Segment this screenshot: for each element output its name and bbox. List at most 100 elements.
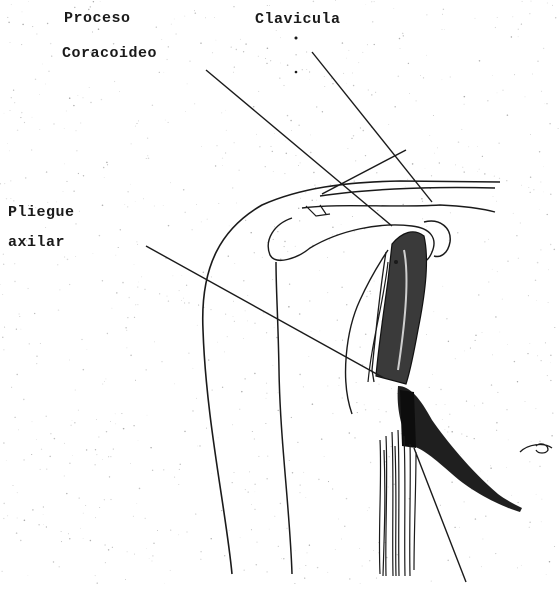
label-pliegue: Pliegue xyxy=(8,202,75,224)
speckle-dot xyxy=(178,484,179,485)
speckle-dot xyxy=(45,227,46,228)
speckle-dot xyxy=(18,313,19,314)
speckle-dot xyxy=(29,343,30,344)
speckle-dot xyxy=(79,211,80,212)
speckle-dot xyxy=(405,186,406,187)
speckle-dot xyxy=(461,575,462,576)
speckle-dot xyxy=(512,16,513,17)
speckle-dot xyxy=(64,256,65,257)
dot-mark xyxy=(394,260,398,264)
speckle-dot xyxy=(517,567,518,568)
speckle-dot xyxy=(525,401,526,402)
speckle-dot xyxy=(258,456,259,457)
speckle-dot xyxy=(16,329,17,330)
speckle-dot xyxy=(115,413,116,414)
speckle-dot xyxy=(319,270,320,271)
speckle-dot xyxy=(121,413,122,414)
speckle-dot xyxy=(16,374,17,375)
speckle-dot xyxy=(181,275,182,276)
speckle-dot xyxy=(243,280,244,281)
speckle-dot xyxy=(353,85,355,87)
speckle-dot xyxy=(199,445,200,446)
speckle-dot xyxy=(0,284,1,285)
speckle-dot xyxy=(43,524,44,525)
speckle-dot xyxy=(528,295,529,296)
speckle-dot xyxy=(265,58,266,59)
speckle-dot xyxy=(193,368,194,369)
speckle-dot xyxy=(423,77,424,78)
acromion-contour xyxy=(302,205,495,212)
speckle-dot xyxy=(376,172,377,173)
speckle-dot xyxy=(446,318,447,319)
speckle-dot xyxy=(192,229,193,230)
speckle-dot xyxy=(379,384,380,385)
speckle-dot xyxy=(536,408,537,409)
speckle-dot xyxy=(552,412,553,413)
speckle-dot xyxy=(170,182,171,183)
speckle-dot xyxy=(300,162,301,163)
speckle-dot xyxy=(120,229,121,230)
speckle-dot xyxy=(311,331,312,332)
speckle-dot xyxy=(337,320,338,321)
speckle-dot xyxy=(507,114,509,116)
muscle-striations xyxy=(379,430,416,576)
speckle-dot xyxy=(474,405,475,406)
speckle-dot xyxy=(444,29,445,30)
speckle-dot xyxy=(276,337,278,339)
speckle-dot xyxy=(286,153,287,154)
speckle-dot xyxy=(51,55,52,56)
speckle-dot xyxy=(484,173,486,175)
speckle-dot xyxy=(442,29,443,30)
speckle-dot xyxy=(105,378,106,379)
speckle-dot xyxy=(102,459,103,460)
speckle-dot xyxy=(497,93,498,94)
speckle-dot xyxy=(543,192,544,193)
speckle-dot xyxy=(357,412,358,413)
speckle-dot xyxy=(236,49,237,50)
speckle-dot xyxy=(146,158,147,159)
speckle-dot xyxy=(488,239,489,240)
speckle-dot xyxy=(537,61,538,62)
speckle-dot xyxy=(407,179,408,180)
speckle-dot xyxy=(39,129,40,130)
speckle-dot xyxy=(250,232,251,233)
speckle-dot xyxy=(492,355,493,356)
speckle-dot xyxy=(462,167,463,168)
speckle-dot xyxy=(151,560,152,561)
speckle-dot xyxy=(346,83,347,84)
speckle-dot xyxy=(107,333,108,334)
speckle-dot xyxy=(178,534,179,535)
speckle-dot xyxy=(8,22,9,23)
speckle-dot xyxy=(468,146,469,147)
speckle-dot xyxy=(466,436,467,437)
speckle-dot xyxy=(363,130,365,132)
speckle-dot xyxy=(53,123,54,124)
speckle-dot xyxy=(273,365,274,366)
speckle-dot xyxy=(455,164,456,165)
speckle-dot xyxy=(35,79,36,80)
speckle-dot xyxy=(480,471,481,472)
speckle-dot xyxy=(185,111,186,112)
speckle-dot xyxy=(463,501,464,502)
speckle-dot xyxy=(274,516,275,517)
speckle-dot xyxy=(28,288,29,289)
speckle-dot xyxy=(554,327,555,328)
speckle-dot xyxy=(170,570,171,571)
speckle-dot xyxy=(527,353,528,354)
speckle-dot xyxy=(314,184,315,185)
speckle-dot xyxy=(66,181,67,182)
speckle-dot xyxy=(258,56,259,57)
speckle-dot xyxy=(460,454,461,455)
speckle-dot xyxy=(541,182,542,183)
speckle-dot xyxy=(229,226,230,227)
speckle-dot xyxy=(3,264,4,265)
speckle-dot xyxy=(83,175,84,176)
speckle-dot xyxy=(511,36,512,37)
speckle-dot xyxy=(274,226,275,227)
speckle-dot xyxy=(157,530,158,531)
speckle-dot xyxy=(442,419,443,420)
speckle-dot xyxy=(536,494,537,495)
speckle-dot xyxy=(449,414,450,415)
speckle-dot xyxy=(138,440,139,441)
speckle-dot xyxy=(233,301,234,302)
